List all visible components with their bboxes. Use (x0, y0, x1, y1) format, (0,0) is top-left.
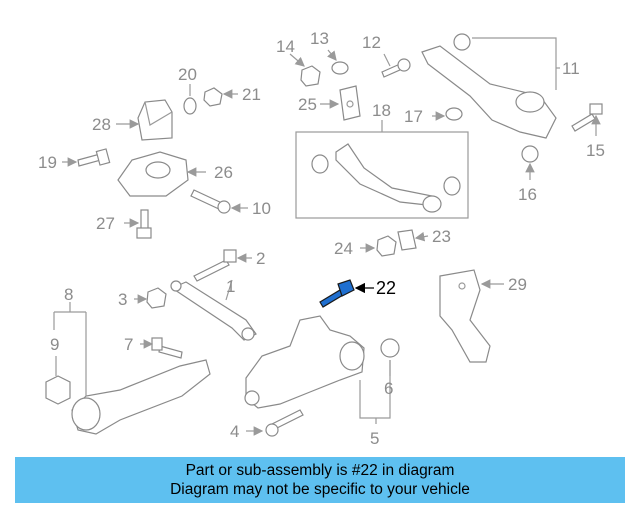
bolt-15 (571, 103, 603, 132)
caption-line-2: Diagram may not be specific to your vehi… (170, 481, 470, 498)
bushing-17 (445, 107, 463, 121)
callout-9[interactable]: 9 (50, 335, 59, 354)
bracket-25 (339, 85, 361, 121)
mount-insulator-26 (117, 151, 189, 197)
callout-17[interactable]: 17 (404, 107, 423, 126)
callout-5[interactable]: 5 (370, 429, 379, 448)
bolt-12 (381, 58, 411, 78)
callout-16[interactable]: 16 (518, 185, 537, 204)
bolt-2 (193, 249, 237, 282)
bolt-22-highlighted[interactable] (319, 279, 355, 308)
bolt-4 (265, 409, 304, 437)
callout-23[interactable]: 23 (432, 227, 451, 246)
trailing-arm-8 (71, 359, 211, 435)
callout-6[interactable]: 6 (384, 379, 393, 398)
bolt-7 (151, 337, 183, 359)
bushing-16 (521, 145, 539, 163)
callout-29[interactable]: 29 (508, 275, 527, 294)
callout-21[interactable]: 21 (242, 85, 261, 104)
bracket-29 (439, 269, 491, 363)
washer-20 (183, 97, 197, 115)
callout-14[interactable]: 14 (276, 37, 295, 56)
washer-13 (331, 61, 349, 75)
callout-28[interactable]: 28 (92, 115, 111, 134)
callout-18[interactable]: 18 (372, 101, 391, 120)
callout-25[interactable]: 25 (298, 95, 317, 114)
bolt-27 (136, 209, 152, 239)
caption-banner: Part or sub-assembly is #22 in diagram D… (15, 457, 625, 503)
lower-arm-11 (421, 33, 557, 139)
callout-19[interactable]: 19 (38, 153, 57, 172)
parts-diagram: 1 2 3 4 5 6 7 8 9 10 11 12 13 14 15 16 1… (38, 29, 605, 448)
control-arm-18 (311, 143, 461, 213)
callout-1[interactable]: 1 (226, 277, 235, 296)
callout-11[interactable]: 11 (562, 59, 580, 78)
callout-3[interactable]: 3 (118, 290, 127, 309)
callout-10[interactable]: 10 (252, 199, 271, 218)
link-1 (170, 280, 257, 341)
nut-3 (146, 287, 167, 309)
bushing-6 (380, 338, 400, 358)
caption-line-1: Part or sub-assembly is #22 in diagram (185, 462, 455, 479)
nut-14 (300, 65, 321, 87)
callout-13[interactable]: 13 (310, 29, 329, 48)
callout-27[interactable]: 27 (96, 214, 115, 233)
callout-2[interactable]: 2 (256, 249, 265, 268)
group-box-18 (295, 131, 469, 219)
callout-26[interactable]: 26 (214, 163, 233, 182)
nut-24 (376, 235, 397, 257)
callout-4[interactable]: 4 (230, 422, 239, 441)
bolt-19 (77, 148, 111, 167)
callout-8[interactable]: 8 (64, 285, 73, 304)
callout-22[interactable]: 22 (376, 278, 396, 298)
knuckle-5 (244, 315, 365, 409)
callout-15[interactable]: 15 (586, 141, 605, 160)
hex-cap-9 (45, 375, 71, 405)
bracket-23 (397, 229, 417, 251)
mount-bracket-28 (137, 99, 173, 141)
callout-12[interactable]: 12 (362, 33, 381, 52)
nut-21 (203, 87, 223, 107)
bolt-10 (190, 189, 231, 214)
callout-7[interactable]: 7 (124, 335, 133, 354)
callout-24[interactable]: 24 (334, 239, 353, 258)
callout-20[interactable]: 20 (178, 65, 197, 84)
